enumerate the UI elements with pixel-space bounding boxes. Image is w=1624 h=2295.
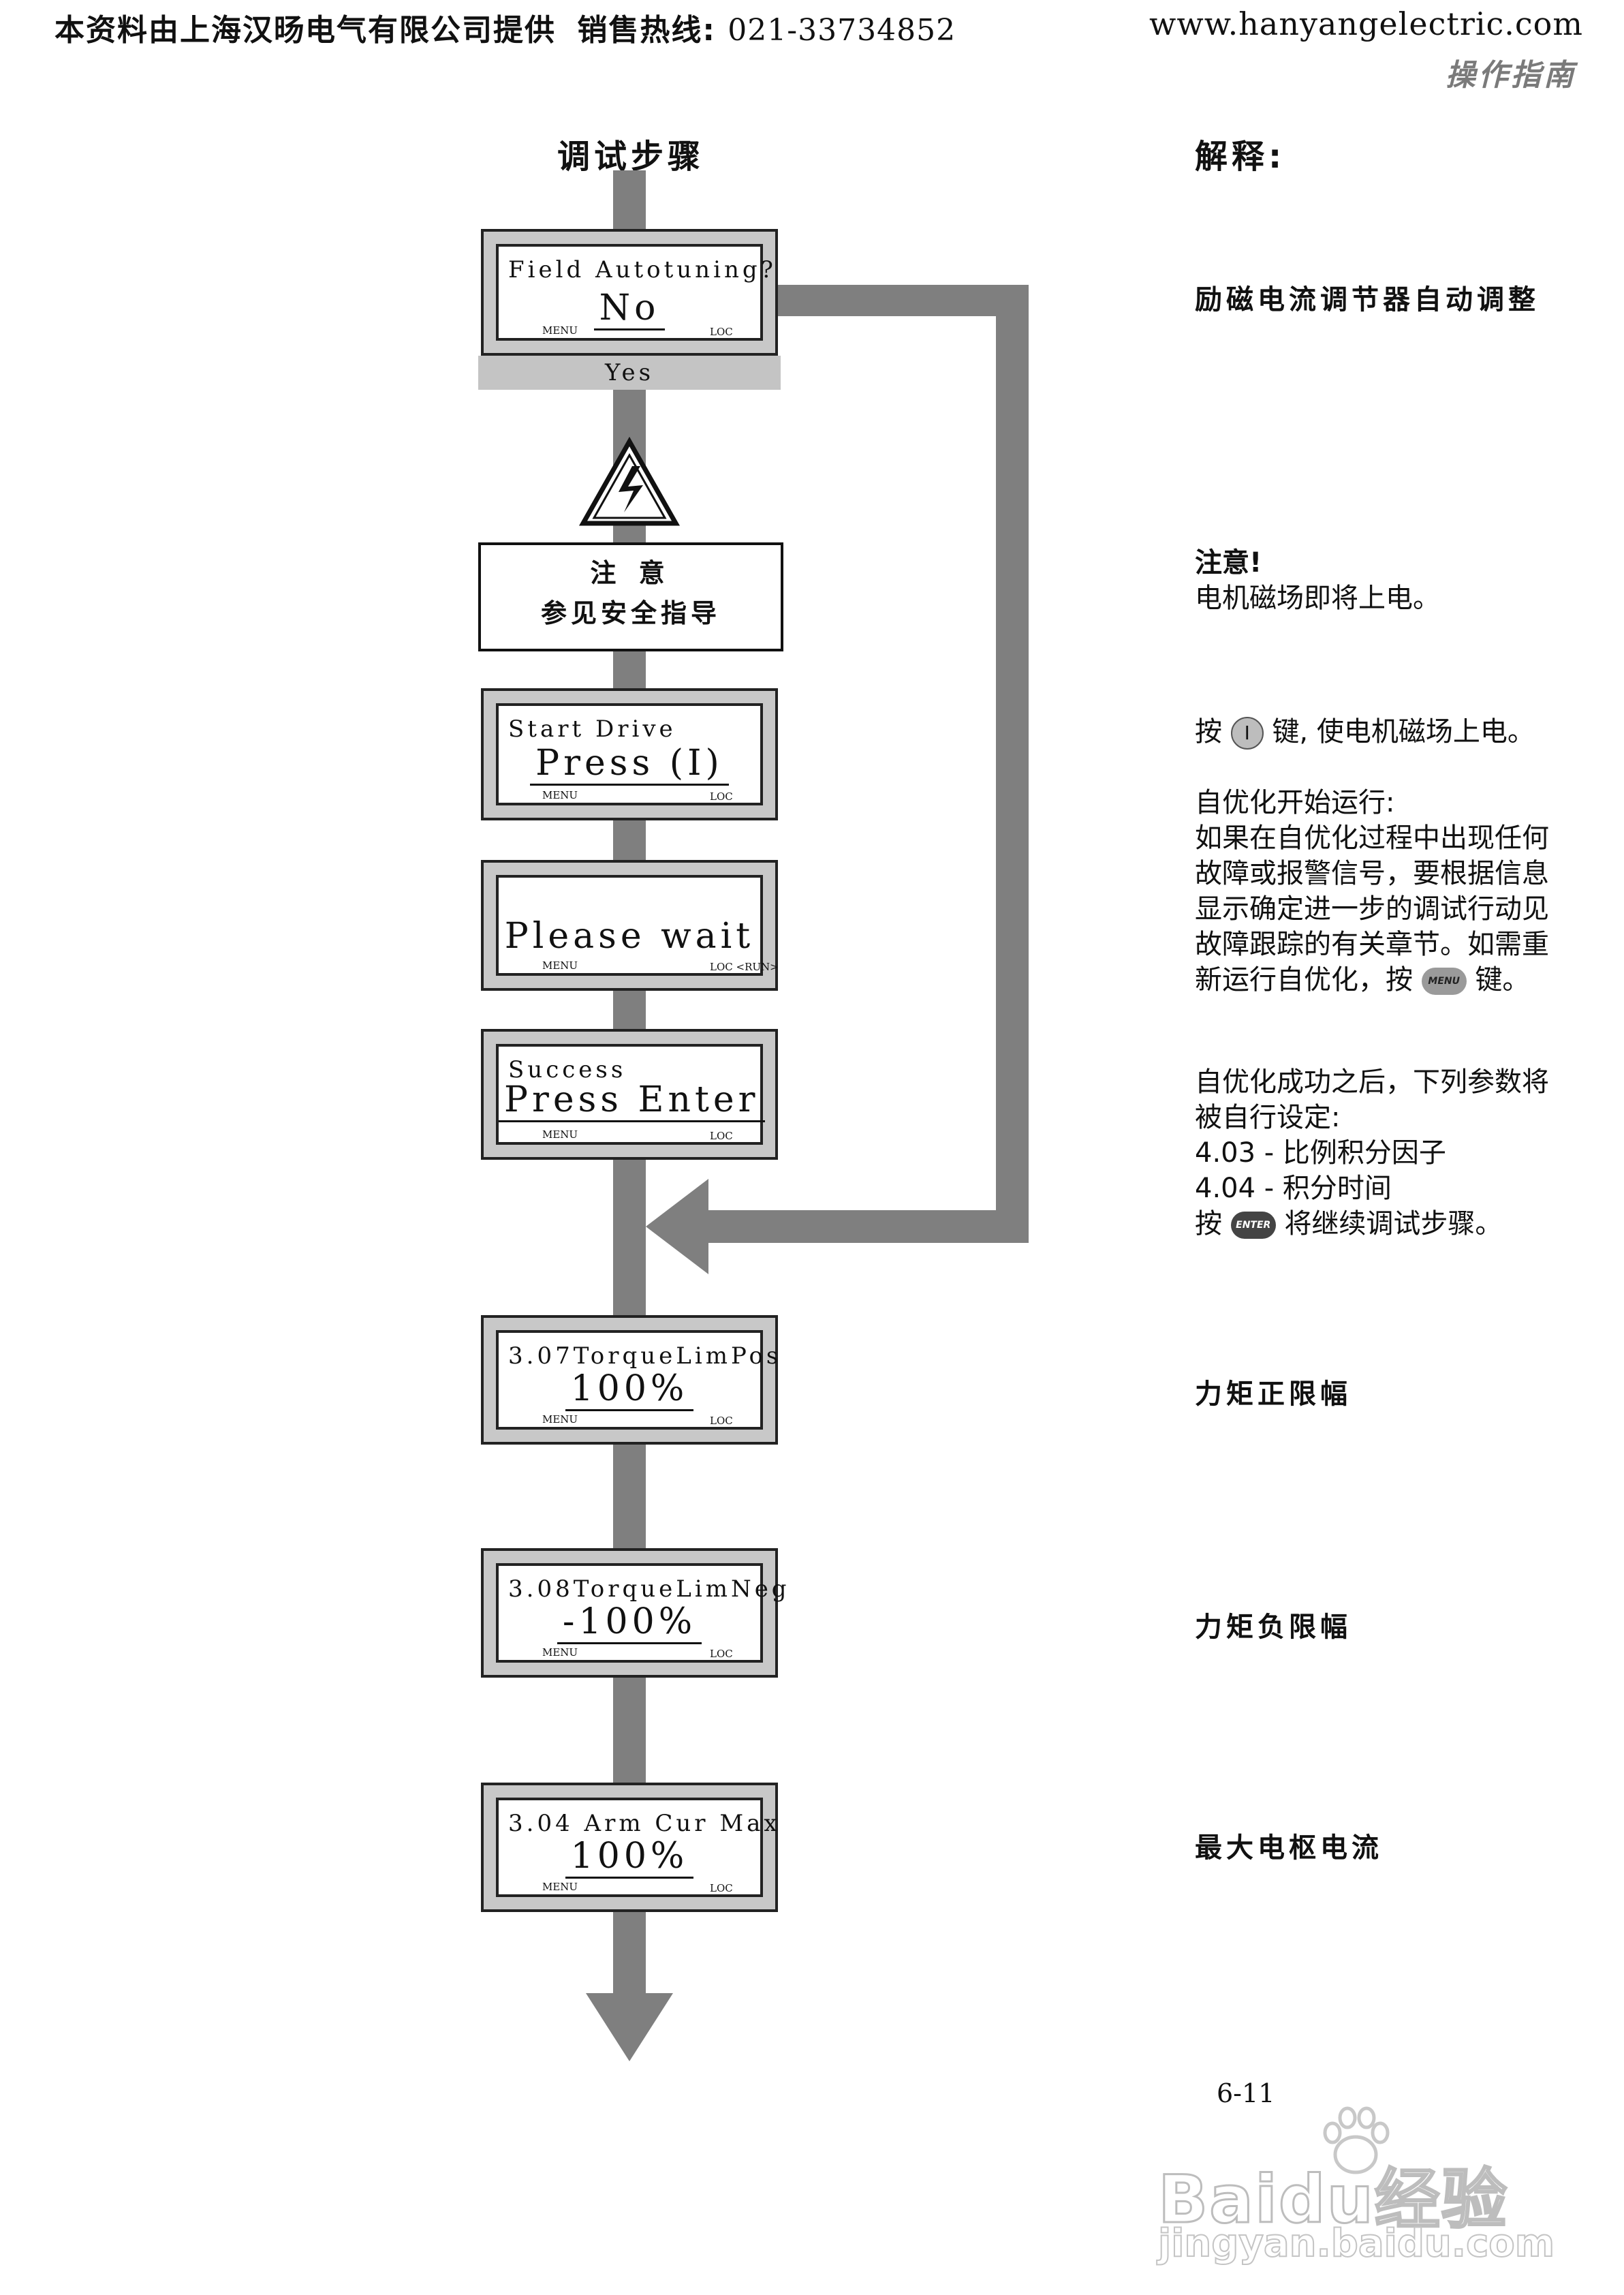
caution-title: 注 意: [590, 558, 672, 588]
success-line: 被自行设定:: [1195, 1102, 1341, 1133]
lcd-value: 100%: [565, 1368, 694, 1411]
explain-caution-title: 注意!: [1195, 547, 1262, 579]
menu-label: MENU: [542, 1881, 578, 1893]
lcd-value: 100%: [565, 1836, 694, 1879]
autotune-line: 故障或报警信号，要根据信息: [1195, 858, 1549, 889]
explain-torque-pos: 力矩正限幅: [1195, 1378, 1352, 1410]
enter-suffix: 将继续调试步骤。: [1284, 1208, 1503, 1239]
autotune-line: 显示确定进一步的调试行动见: [1195, 893, 1549, 925]
lcd-value: No: [593, 288, 666, 330]
lcd-field-autotuning: Field Autotuning? No MENU LOC: [481, 229, 778, 356]
lightning-icon: [619, 466, 643, 512]
success-line: 4.03 - 比例积分因子: [1195, 1137, 1446, 1169]
caution-text: 参见安全指导: [540, 598, 721, 628]
lcd-line1: Start Drive: [508, 715, 676, 743]
lcd-torque-lim-pos: 3.07TorqueLimPos 100% MENU LOC: [481, 1315, 778, 1445]
baidu-watermark: Baidu经验 jingyan.baidu.com: [1157, 2106, 1580, 2266]
loc-label: LOC: [710, 1648, 733, 1660]
loc-label: LOC <RUN>: [710, 961, 779, 973]
press-prefix: 按: [1195, 716, 1222, 748]
menu-label: MENU: [542, 1413, 578, 1426]
lcd-line1: 3.07TorqueLimPos: [508, 1342, 782, 1370]
section-title: 操作指南: [1446, 58, 1576, 93]
loc-label: LOC: [710, 326, 733, 338]
success-line: 自优化成功之后，下列参数将: [1195, 1066, 1549, 1098]
press-suffix: 键, 使电机磁场上电。: [1272, 716, 1535, 748]
watermark-brand: Baidu经验: [1157, 2161, 1508, 2239]
autotune-line: 自优化开始运行:: [1195, 787, 1395, 818]
website-link[interactable]: www.hanyangelectric.com: [1149, 5, 1583, 42]
menu-label: MENU: [542, 324, 578, 337]
menu-label: MENU: [542, 789, 578, 801]
enter-key-icon: ENTER: [1230, 1212, 1276, 1239]
menu-key-icon: MENU: [1421, 968, 1467, 995]
loc-label: LOC: [710, 1882, 733, 1894]
company-text: 本资料由上海汉旸电气有限公司提供: [54, 13, 556, 48]
lcd-arm-cur-max: 3.04 Arm Cur Max 100% MENU LOC: [481, 1783, 778, 1912]
explain-press-i: 按 I 键, 使电机磁场上电。: [1195, 714, 1535, 750]
lcd-please-wait: Please wait MENU LOC <RUN>: [481, 860, 779, 991]
autotune-line: 如果在自优化过程中出现任何: [1195, 822, 1549, 854]
menu-label: MENU: [542, 1646, 578, 1659]
lcd-torque-lim-neg: 3.08TorqueLimNeg -100% MENU LOC: [481, 1548, 787, 1678]
menu-label: MENU: [542, 1128, 578, 1141]
explain-arm-cur: 最大电枢电流: [1195, 1832, 1383, 1864]
page-number: 6-11: [1217, 2078, 1275, 2108]
loc-label: LOC: [710, 1130, 733, 1142]
steps-column-title: 调试步骤: [557, 138, 705, 176]
watermark-url: jingyan.baidu.com: [1157, 2221, 1555, 2266]
lcd-line1: 3.04 Arm Cur Max: [508, 1810, 781, 1837]
paw-logo-icon: [1323, 2106, 1390, 2174]
rerun-prefix: 新运行自优化，按: [1195, 964, 1413, 996]
autotune-line: 故障跟踪的有关章节。如需重: [1195, 929, 1549, 960]
explain-autotune: 励磁电流调节器自动调整: [1195, 284, 1540, 315]
loc-label: LOC: [710, 1415, 733, 1427]
bypass-top: [777, 285, 1029, 316]
explain-autotune-run: 自优化开始运行: 如果在自优化过程中出现任何 故障或报警信号，要根据信息 显示确…: [1195, 785, 1549, 998]
flow-end-arrow: [586, 1993, 673, 2061]
explain-torque-neg: 力矩负限幅: [1195, 1612, 1352, 1643]
enter-prefix: 按: [1195, 1208, 1222, 1239]
success-line: 4.04 - 积分时间: [1195, 1173, 1392, 1204]
lcd-line1: Field Autotuning?: [508, 256, 777, 283]
lcd-start-drive: Start Drive Press (I) MENU LOC: [481, 688, 778, 820]
lcd-line1: Success: [508, 1056, 627, 1083]
bypass-bottom: [702, 1210, 1029, 1243]
lcd-line1: 3.08TorqueLimNeg: [508, 1575, 790, 1603]
header-company: 本资料由上海汉旸电气有限公司提供 销售热线: 021-33734852: [54, 5, 956, 49]
lcd-success: Success Press Enter MENU LOC: [481, 1029, 778, 1160]
menu-label: MENU: [542, 959, 578, 972]
explanation-column-title: 解释:: [1195, 138, 1286, 176]
lcd-value: -100%: [557, 1601, 702, 1644]
enter-line: 按 ENTER 将继续调试步骤。: [1195, 1206, 1549, 1242]
explain-caution-text: 电机磁场即将上电。: [1195, 583, 1440, 614]
yes-branch-label: Yes: [478, 356, 781, 390]
autotune-rerun-line: 新运行自优化，按 MENU 键。: [1195, 962, 1549, 998]
bypass-arrow-head: [646, 1179, 708, 1274]
lcd-value: Please wait: [504, 916, 755, 957]
power-key-icon: I: [1230, 717, 1264, 750]
lcd-value: Press (I): [530, 743, 729, 786]
rerun-suffix: 键。: [1475, 964, 1530, 996]
lcd-value: Press Enter: [499, 1079, 765, 1122]
hotline-label: 销售热线:: [577, 13, 716, 48]
bypass-vertical: [996, 285, 1029, 1243]
explain-success: 自优化成功之后，下列参数将 被自行设定: 4.03 - 比例积分因子 4.04 …: [1195, 1064, 1549, 1242]
loc-label: LOC: [710, 790, 733, 803]
caution-box: 注 意 参见安全指导: [478, 542, 783, 651]
hotline-number: 021-33734852: [728, 13, 956, 48]
